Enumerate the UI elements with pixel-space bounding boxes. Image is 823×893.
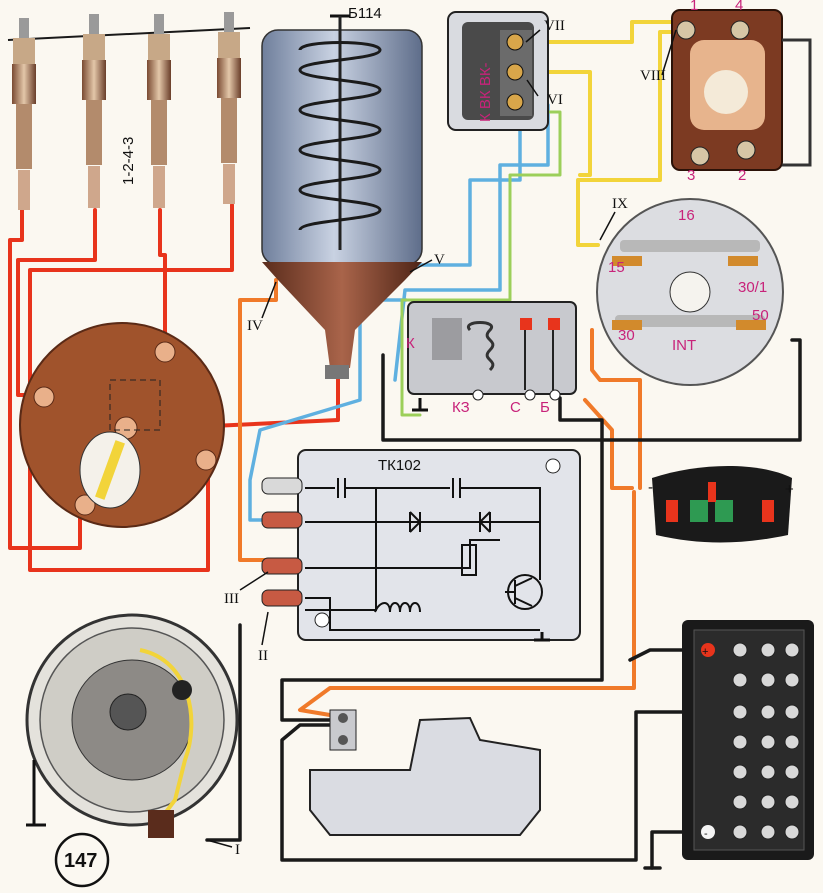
resistor-terminal-labels: К ВК ВК- [477,62,494,122]
spark-plug-1 [12,18,36,210]
spark-plug-4 [217,12,241,204]
callout-iv: IV [247,318,263,334]
callout-ix: IX [612,196,628,212]
ammeter-minus-label: - [648,479,653,496]
distributor-body [25,613,239,838]
callout-vi: VI [547,92,563,108]
switch-terminal-30-1: 30/1 [738,279,767,296]
switch-terminal-15: 15 [608,259,625,276]
callout-ii: II [258,648,268,664]
firing-order-label: 1-2-4-3 [120,137,137,185]
cap-terminal-4 [74,494,96,516]
cap-terminal-1 [33,386,55,408]
relay-terminal-b: Б [540,399,550,416]
cap-terminal-3 [195,449,217,471]
callouts [206,29,677,848]
regulator-terminal-4: 4 [735,0,743,14]
switch-terminal-16: 16 [678,207,695,224]
regulator-terminal-3: 3 [687,167,695,184]
regulator-terminal-2: 2 [738,167,746,184]
callout-viii: VIII [640,68,666,84]
resistor-terminal-vk [506,63,524,81]
cap-terminal-2 [154,341,176,363]
spark-plug-2 [82,14,106,208]
green-wire [400,110,562,417]
tk102-label: ТК102 [378,457,421,474]
relay-terminal-s: С [510,399,521,416]
resistor-terminal-k [506,93,524,111]
battery-minus-label: - [704,828,708,840]
coil-winding [298,41,382,232]
voltage-regulator: 1 4 3 2 [671,0,812,184]
regulator-terminal-1: 1 [690,0,698,14]
yellow-wires [538,20,690,247]
switch-terminal-int: INT [672,337,696,354]
ignition-switch: 16 15 30/1 30 50 INT [596,198,784,386]
relay-terminal-k: К [406,335,415,352]
battery: + - [682,620,814,860]
relay-terminal-kz: КЗ [452,399,470,416]
starter [309,709,541,836]
black-wires [205,338,802,870]
callout-i: I [235,842,240,858]
switch-terminal-50: 50 [752,307,769,324]
tk102-circuit [305,478,543,631]
spark-plugs: 1-2-4-3 [7,12,251,210]
callout-v: V [434,252,445,268]
spark-plug-3 [147,14,171,208]
figure-number: 147 [64,850,97,872]
switch-terminal-30: 30 [618,327,635,344]
relay: К КЗ С Б [406,301,577,416]
ammeter-plus-label: + [785,481,794,498]
callout-iii: III [224,591,239,607]
figure-number-badge: 147 [54,832,110,888]
additional-resistor: К ВК ВК- [447,11,549,131]
ammeter: - + [648,466,794,543]
callout-vii: VII [544,18,565,34]
ground-symbols [412,398,550,642]
orange-wires [238,278,642,717]
coil-label: Б114 [348,5,382,22]
ignition-coil: Б114 [261,5,423,379]
battery-plus-label: + [702,646,708,658]
resistor-terminal-vk-minus [506,33,524,51]
distributor-cap [19,322,225,528]
transistor-switch: ТК102 [261,449,581,641]
